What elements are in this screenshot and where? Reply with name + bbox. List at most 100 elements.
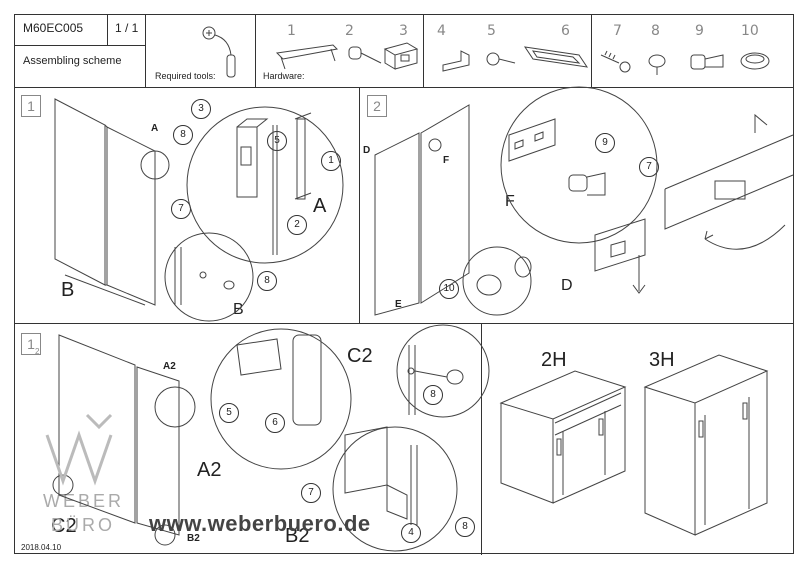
latch-detail (594, 218, 646, 294)
header-divider (591, 15, 592, 87)
knob-part (223, 280, 235, 290)
hole (514, 256, 532, 278)
step-sub-marker: 2 (35, 347, 40, 356)
panel-divider (481, 323, 482, 555)
panel-edge (272, 125, 278, 255)
panel-edge (174, 247, 182, 305)
hardware-number: 7 (613, 23, 622, 39)
part-callout: 6 (265, 413, 285, 433)
part-callout: 8 (423, 385, 443, 405)
detail-zoom (140, 150, 170, 180)
panel-edge (408, 345, 416, 415)
part-callout: 7 (301, 483, 321, 503)
hardware-number: 3 (399, 23, 408, 39)
header-divider (255, 15, 256, 87)
hardware-number: 5 (487, 23, 496, 39)
detail-label: E (395, 299, 402, 310)
detail-circle-a2 (210, 328, 352, 470)
detail-circle-b2 (332, 426, 458, 552)
panel-divider (359, 87, 360, 323)
watermark-text: BÜRO (51, 515, 116, 535)
latch-bracket (508, 118, 556, 162)
variant-label: 2H (541, 349, 567, 371)
website-url: www.weberbuero.de (149, 511, 371, 536)
stopper-part (568, 172, 606, 196)
hole (407, 367, 415, 375)
header-divider (15, 45, 145, 46)
detail-label: A (313, 195, 327, 217)
step-marker: 2 (367, 95, 387, 117)
print-date: 2018.04.10 (21, 543, 62, 552)
hardware-number: 6 (561, 23, 570, 39)
part-callout: 8 (455, 517, 475, 537)
angle-bracket-icon (442, 50, 470, 72)
detail-label: C2 (51, 515, 77, 537)
hardware-number: 9 (695, 23, 704, 39)
detail-zoom (154, 524, 176, 546)
hardware-number: 8 (651, 23, 660, 39)
detail-zoom (428, 138, 442, 152)
page-number: 1 / 1 (115, 21, 139, 35)
detail-circle-c2 (396, 324, 490, 418)
corner-bracket (344, 426, 418, 525)
leader-line (414, 370, 448, 378)
hardware-label: Hardware: (263, 71, 305, 81)
door-handle (294, 112, 312, 200)
detail-label: B (61, 279, 75, 301)
mount-bracket (236, 118, 269, 198)
header-divider (107, 15, 108, 45)
part-callout: 7 (171, 199, 191, 219)
detail-label: C2 (347, 345, 373, 367)
detail-circle-f (500, 86, 658, 244)
cabinet-front-frame (374, 104, 470, 316)
grommet-icon (740, 52, 770, 70)
part-callout: 10 (439, 279, 459, 299)
part-callout: 1 (321, 151, 341, 171)
step-marker: 1 (21, 95, 41, 117)
hardware-number: 2 (345, 23, 354, 39)
screwdriver-icon (202, 26, 236, 78)
grommet-part (476, 274, 502, 296)
side-lock-detail (664, 113, 794, 250)
header-bottom-line (15, 87, 793, 88)
part-callout: 7 (639, 157, 659, 177)
recessed-grip-icon (523, 46, 589, 68)
variant-label: 3H (649, 349, 675, 371)
knob-icon (648, 54, 666, 75)
part-callout: 8 (173, 125, 193, 145)
cabinet-3h-drawing (643, 354, 769, 536)
model-code: M60EC005 (23, 21, 84, 35)
bolt-icon (348, 46, 382, 64)
detail-label: F (443, 155, 450, 166)
sheet-title: Assembling scheme (23, 55, 122, 67)
detail-circle-grommet (462, 246, 532, 316)
detail-label: A2 (163, 361, 176, 372)
detail-label: B2 (285, 525, 310, 547)
technical-drawing (45, 26, 794, 552)
detail-label: D (561, 277, 573, 294)
part-callout: 4 (401, 523, 421, 543)
weber-buero-logo (45, 413, 113, 486)
hole (199, 271, 207, 279)
detail-label: B2 (187, 533, 200, 544)
detail-label: A (151, 123, 159, 134)
part-callout: 5 (219, 403, 239, 423)
header-divider (423, 15, 424, 87)
detail-label: D (363, 145, 371, 156)
assembly-sheet: M60EC005 1 / 1 Assembling scheme Require… (14, 14, 794, 555)
step-marker: 1 (21, 333, 41, 355)
part-callout: 2 (287, 215, 307, 235)
detail-circle-b (164, 232, 254, 322)
part-callout: 8 (257, 271, 277, 291)
stopper-icon (690, 54, 724, 70)
required-tools-label: Required tools: (155, 71, 216, 81)
part-callout: 3 (191, 99, 211, 119)
cabinet-back-frame (54, 98, 156, 306)
screw-icon (486, 52, 516, 66)
part-callout: 9 (595, 133, 615, 153)
wood-screw-icon (600, 50, 631, 73)
mount-bracket (236, 334, 322, 426)
leader-line (64, 274, 146, 306)
cabinet-2h-drawing (499, 370, 627, 504)
detail-zoom (52, 474, 74, 496)
